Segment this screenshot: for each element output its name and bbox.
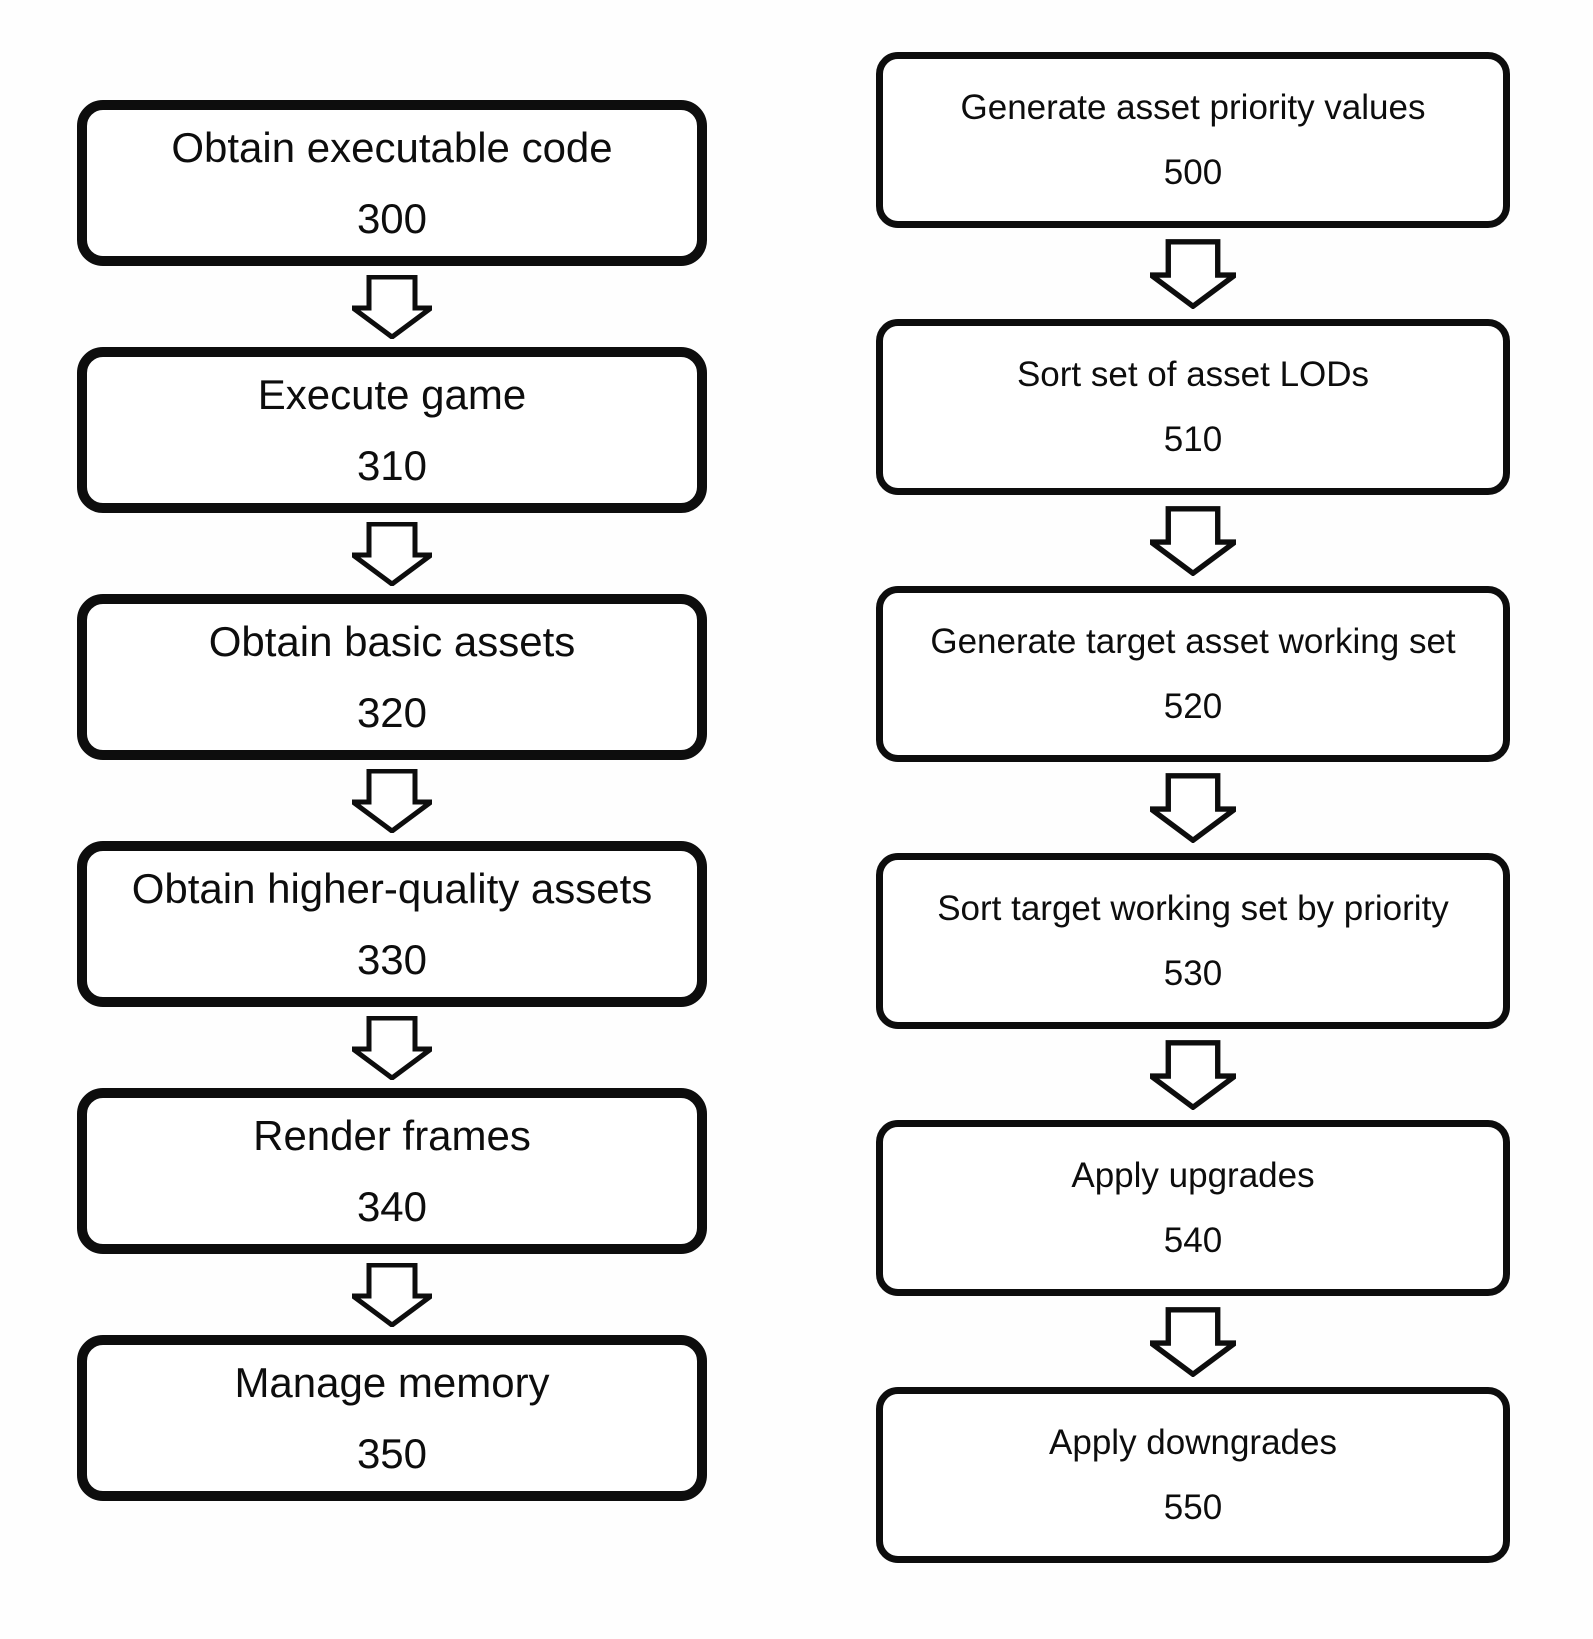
down-arrow-icon — [352, 760, 432, 841]
step-number: 300 — [356, 195, 428, 242]
step-number: 330 — [356, 936, 428, 983]
flow-step-530: Sort target working set by priority 530 — [876, 853, 1510, 1029]
flow-step-500: Generate asset priority values 500 — [876, 52, 1510, 228]
flow-column-left: Obtain executable code 300 Execute game … — [77, 100, 707, 1501]
step-label: Obtain executable code — [171, 123, 613, 171]
flow-column-right: Generate asset priority values 500 Sort … — [876, 52, 1510, 1563]
step-label: Render frames — [253, 1111, 531, 1159]
down-arrow-icon — [352, 1007, 432, 1088]
flow-step-510: Sort set of asset LODs 510 — [876, 319, 1510, 495]
step-label: Obtain higher-quality assets — [131, 864, 653, 912]
step-number: 510 — [1163, 420, 1223, 459]
down-arrow-icon — [1150, 762, 1236, 853]
flow-step-310: Execute game 310 — [77, 347, 707, 513]
flow-step-520: Generate target asset working set 520 — [876, 586, 1510, 762]
step-label: Execute game — [257, 370, 527, 418]
flow-step-350: Manage memory 350 — [77, 1335, 707, 1501]
step-label: Obtain basic assets — [208, 617, 576, 665]
step-number: 500 — [1163, 153, 1223, 192]
down-arrow-icon — [352, 1254, 432, 1335]
step-number: 540 — [1163, 1221, 1223, 1260]
step-label: Apply downgrades — [1049, 1422, 1337, 1462]
down-arrow-icon — [352, 513, 432, 594]
step-label: Sort target working set by priority — [937, 888, 1449, 928]
step-label: Sort set of asset LODs — [1016, 354, 1370, 394]
step-label: Generate asset priority values — [960, 87, 1426, 127]
down-arrow-icon — [1150, 1296, 1236, 1387]
flow-step-320: Obtain basic assets 320 — [77, 594, 707, 760]
flow-step-330: Obtain higher-quality assets 330 — [77, 841, 707, 1007]
flow-step-300: Obtain executable code 300 — [77, 100, 707, 266]
step-label: Apply upgrades — [1071, 1155, 1315, 1195]
down-arrow-icon — [1150, 228, 1236, 319]
step-number: 550 — [1163, 1488, 1223, 1527]
step-number: 320 — [356, 689, 428, 736]
step-number: 520 — [1163, 687, 1223, 726]
step-number: 310 — [356, 442, 428, 489]
step-number: 340 — [356, 1183, 428, 1230]
down-arrow-icon — [352, 266, 432, 347]
flow-step-550: Apply downgrades 550 — [876, 1387, 1510, 1563]
down-arrow-icon — [1150, 1029, 1236, 1120]
step-number: 350 — [356, 1430, 428, 1477]
down-arrow-icon — [1150, 495, 1236, 586]
step-number: 530 — [1163, 954, 1223, 993]
step-label: Generate target asset working set — [930, 621, 1456, 661]
flow-step-540: Apply upgrades 540 — [876, 1120, 1510, 1296]
step-label: Manage memory — [234, 1358, 550, 1406]
flow-step-340: Render frames 340 — [77, 1088, 707, 1254]
